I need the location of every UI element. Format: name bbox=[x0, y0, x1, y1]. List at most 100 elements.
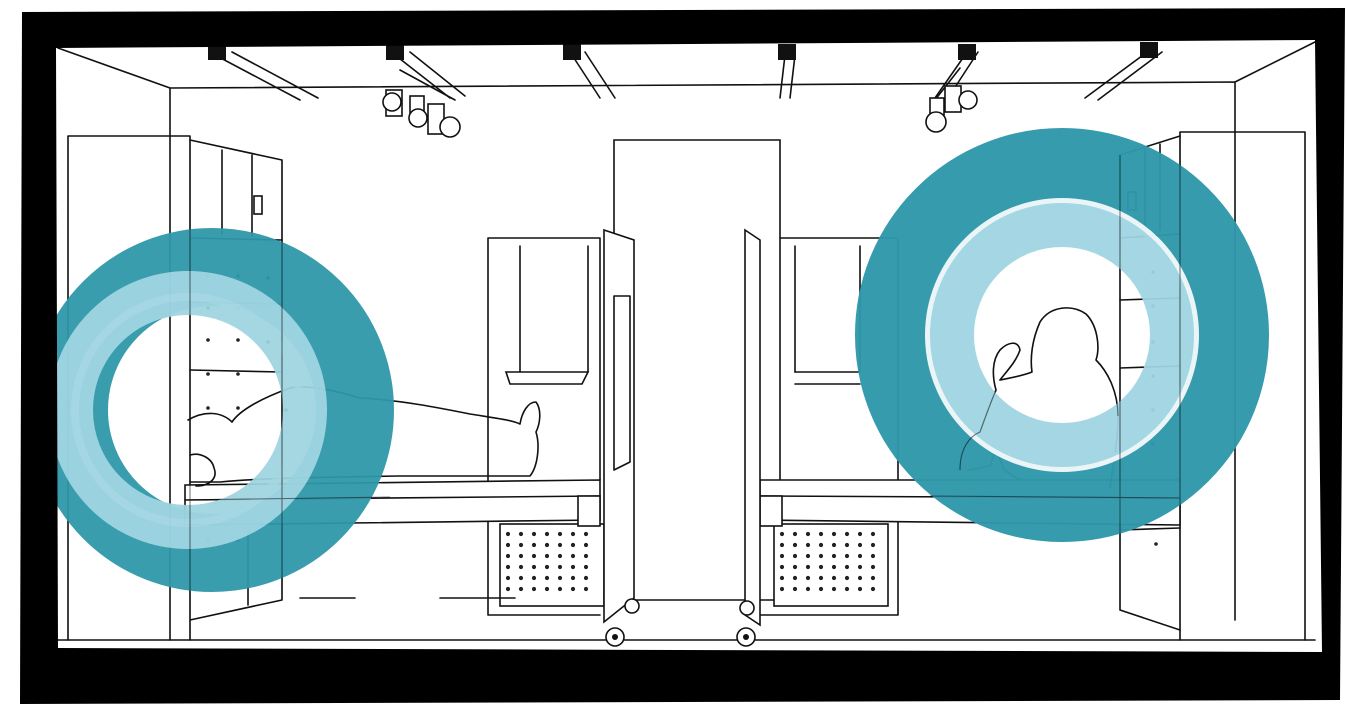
perforation-dot bbox=[780, 543, 784, 547]
perforation-dot bbox=[571, 543, 575, 547]
perforation-dot bbox=[832, 587, 836, 591]
perforation-dot bbox=[519, 587, 523, 591]
perforation-dot bbox=[545, 532, 549, 536]
perforation-dot bbox=[819, 543, 823, 547]
perforation-dot bbox=[532, 543, 536, 547]
perforation-dot bbox=[858, 565, 862, 569]
perforation-dot bbox=[845, 587, 849, 591]
perforation-dot bbox=[780, 565, 784, 569]
perforation-dot bbox=[519, 565, 523, 569]
perforation-dot bbox=[584, 554, 588, 558]
perforation-dot bbox=[819, 554, 823, 558]
perforation-dot bbox=[519, 554, 523, 558]
perforation-dot bbox=[558, 554, 562, 558]
perforation-dot bbox=[506, 587, 510, 591]
perforation-dot bbox=[793, 587, 797, 591]
perforation-dot bbox=[584, 576, 588, 580]
perforation-dot bbox=[793, 532, 797, 536]
perforation-dot bbox=[819, 532, 823, 536]
perforation-dot bbox=[819, 587, 823, 591]
perforation-dot bbox=[806, 587, 810, 591]
perforation-dot bbox=[806, 543, 810, 547]
perforation-dot bbox=[571, 587, 575, 591]
perforation-dot bbox=[532, 587, 536, 591]
perforation-dot bbox=[571, 565, 575, 569]
left-ring bbox=[69, 267, 355, 553]
spotlight-icon bbox=[926, 68, 977, 132]
perforation-dot bbox=[506, 532, 510, 536]
perforation-dot bbox=[558, 576, 562, 580]
perforation-dot bbox=[793, 543, 797, 547]
perforation-dot bbox=[584, 565, 588, 569]
perforation-dot bbox=[519, 576, 523, 580]
perforation-dot bbox=[845, 532, 849, 536]
perforation-dot bbox=[806, 554, 810, 558]
perforation-dot bbox=[506, 576, 510, 580]
perforation-dot bbox=[806, 565, 810, 569]
perforation-dot bbox=[858, 543, 862, 547]
perforation-dot bbox=[571, 554, 575, 558]
perforation-dot bbox=[558, 565, 562, 569]
perforation-dot bbox=[832, 532, 836, 536]
perforation-dot bbox=[858, 576, 862, 580]
perforation-dot bbox=[806, 532, 810, 536]
perforation-dot bbox=[858, 532, 862, 536]
partition-panel-right bbox=[745, 230, 760, 625]
perforation-dot bbox=[806, 576, 810, 580]
perforation-dot bbox=[871, 576, 875, 580]
perforation-dot bbox=[780, 587, 784, 591]
perforation-dot bbox=[532, 554, 536, 558]
perforation-dot bbox=[871, 565, 875, 569]
perforation-dot bbox=[545, 554, 549, 558]
perforation-dot bbox=[532, 532, 536, 536]
perforation-dot bbox=[871, 554, 875, 558]
perforation-dot bbox=[584, 587, 588, 591]
perforation-dot bbox=[571, 532, 575, 536]
perforation-dot bbox=[832, 554, 836, 558]
perforation-dot bbox=[858, 587, 862, 591]
spotlight-icon bbox=[383, 70, 460, 137]
perforation-dot bbox=[845, 554, 849, 558]
perforation-dot bbox=[506, 565, 510, 569]
perforation-dot bbox=[558, 532, 562, 536]
perforation-dot bbox=[845, 565, 849, 569]
perforation-dot bbox=[519, 532, 523, 536]
partition-panel-left bbox=[604, 230, 634, 622]
perforation-dot bbox=[871, 543, 875, 547]
perforation-dot bbox=[584, 543, 588, 547]
perforation-dot bbox=[532, 565, 536, 569]
perforation-dot bbox=[832, 543, 836, 547]
perforation-dot bbox=[819, 565, 823, 569]
perforation-dot bbox=[519, 543, 523, 547]
perforation-dot bbox=[506, 554, 510, 558]
perforation-dot bbox=[793, 565, 797, 569]
perforation-dot bbox=[793, 554, 797, 558]
perforation-dot bbox=[780, 554, 784, 558]
perforation-dot bbox=[780, 576, 784, 580]
perforation-dot bbox=[532, 576, 536, 580]
perforation-dot bbox=[832, 576, 836, 580]
perforation-dot bbox=[558, 543, 562, 547]
perforation-dot bbox=[819, 576, 823, 580]
perforated-panel-left bbox=[500, 524, 604, 606]
perforation-dot bbox=[545, 543, 549, 547]
perforation-dot bbox=[780, 532, 784, 536]
perforation-dot bbox=[506, 543, 510, 547]
perforation-dot bbox=[793, 576, 797, 580]
perforation-dot bbox=[845, 576, 849, 580]
perforation-dot bbox=[871, 532, 875, 536]
perforation-dot bbox=[571, 576, 575, 580]
perforation-dot bbox=[832, 565, 836, 569]
perforation-dot bbox=[545, 565, 549, 569]
perforation-dot bbox=[858, 554, 862, 558]
perforation-dot bbox=[545, 587, 549, 591]
perforation-dot bbox=[845, 543, 849, 547]
perforated-panel-right bbox=[774, 524, 888, 606]
caster-wheel-icon bbox=[737, 601, 755, 646]
perforation-dot bbox=[871, 587, 875, 591]
perforation-dot bbox=[584, 532, 588, 536]
perforation-dot bbox=[545, 576, 549, 580]
perforation-dot bbox=[558, 587, 562, 591]
